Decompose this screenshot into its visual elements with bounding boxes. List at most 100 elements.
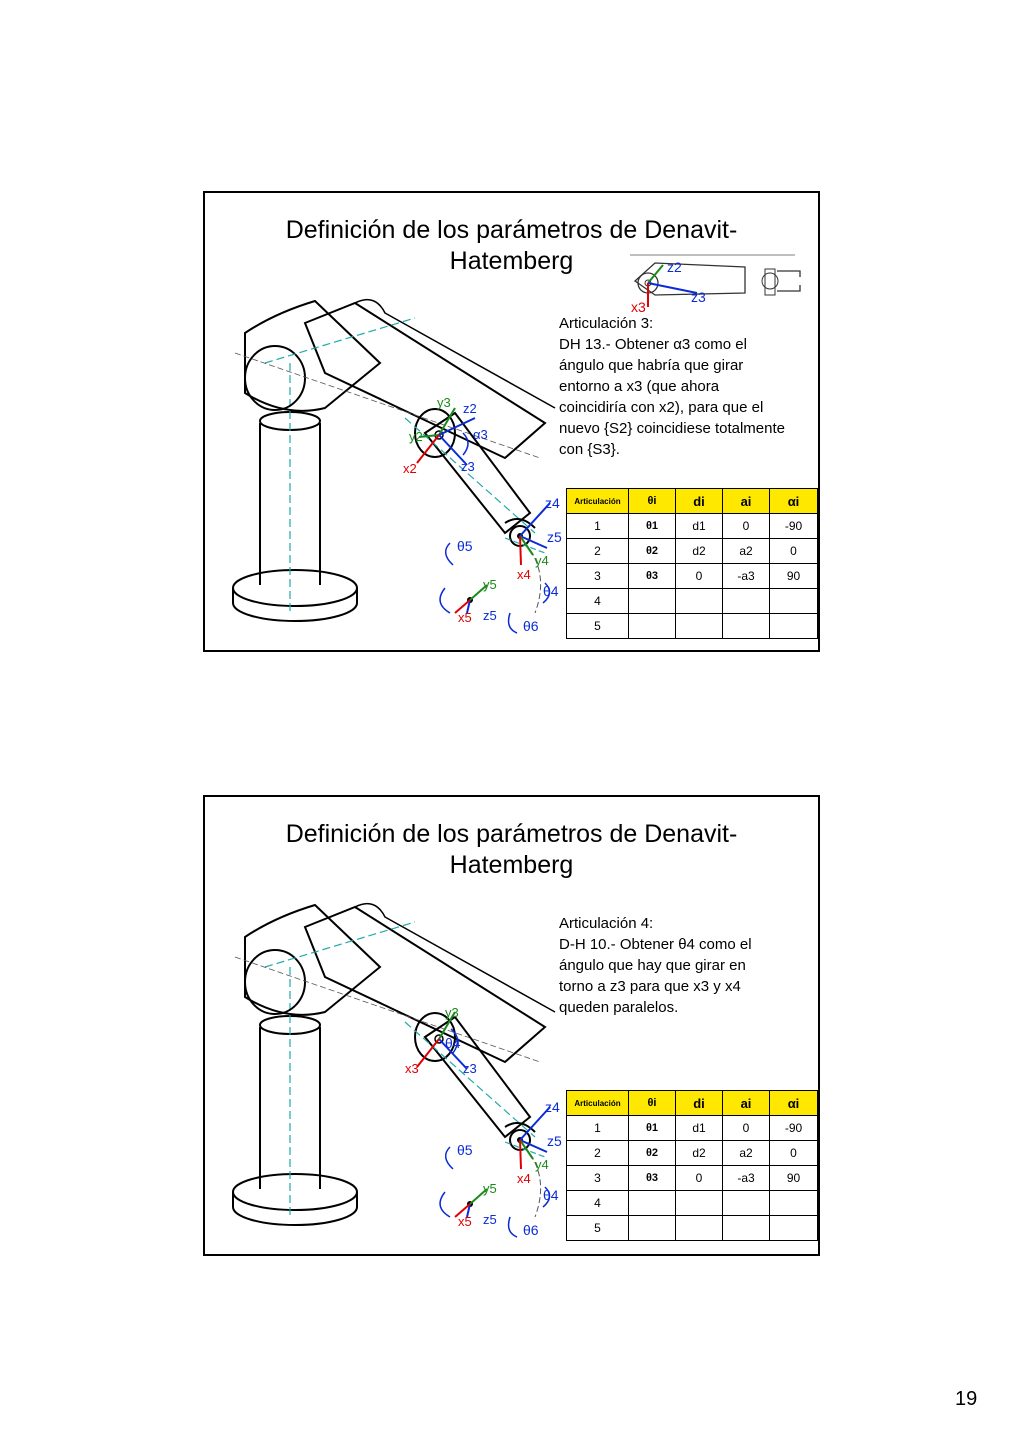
cell: -90 bbox=[769, 1115, 818, 1141]
cell bbox=[675, 1190, 723, 1216]
label-y4: y4 bbox=[535, 553, 549, 568]
label-z5: z5 bbox=[547, 529, 562, 545]
label-x5: x5 bbox=[458, 610, 472, 625]
desc-line: Articulación 3: bbox=[559, 315, 654, 332]
cell: 0 bbox=[675, 563, 723, 589]
label-z2: z2 bbox=[463, 401, 477, 416]
label-x4: x4 bbox=[517, 1171, 531, 1186]
cell: θ2 bbox=[628, 1140, 676, 1166]
cell: -a3 bbox=[722, 563, 770, 589]
cell: 2 bbox=[566, 538, 629, 564]
label-y3: y3 bbox=[437, 395, 451, 410]
header-theta: θi bbox=[628, 1090, 676, 1116]
header-articulacion: Articulación bbox=[566, 1090, 629, 1116]
header-d: di bbox=[675, 488, 723, 514]
cell bbox=[675, 1215, 723, 1241]
cell bbox=[769, 588, 818, 614]
desc-line: DH 13.- Obtener α3 como el bbox=[559, 336, 747, 353]
cell: 4 bbox=[566, 1190, 629, 1216]
desc-line: ángulo que habría que girar bbox=[559, 357, 744, 374]
cell: 0 bbox=[769, 538, 818, 564]
title-line-1: Definición de los parámetros de Denavit- bbox=[285, 216, 738, 244]
cell bbox=[675, 588, 723, 614]
cell: a2 bbox=[722, 538, 770, 564]
header-a: ai bbox=[722, 1090, 770, 1116]
cell bbox=[769, 1215, 818, 1241]
label-theta4: θ4 bbox=[543, 583, 559, 599]
header-alpha: αi bbox=[769, 488, 818, 514]
cell: 0 bbox=[722, 1115, 770, 1141]
label-theta6: θ6 bbox=[523, 618, 539, 634]
cell bbox=[628, 1190, 676, 1216]
cell: d2 bbox=[675, 538, 723, 564]
inset-x3-label: x3 bbox=[631, 299, 646, 315]
header-alpha: αi bbox=[769, 1090, 818, 1116]
cell: θ3 bbox=[628, 563, 676, 589]
cell: 2 bbox=[566, 1140, 629, 1166]
label-theta5: θ5 bbox=[457, 1142, 473, 1158]
label-x2: x2 bbox=[403, 461, 417, 476]
desc-line: coincidiría con x2), para que el bbox=[559, 399, 764, 416]
label-theta4: θ4 bbox=[445, 1035, 461, 1051]
header-a: ai bbox=[722, 488, 770, 514]
desc-line: Articulación 4: bbox=[559, 915, 654, 932]
cell: -a3 bbox=[722, 1165, 770, 1191]
cell: 0 bbox=[769, 1140, 818, 1166]
label-alpha3: α3 bbox=[473, 427, 488, 442]
header-articulacion: Articulación bbox=[566, 488, 629, 514]
table-header-row: Articulación θi di ai αi bbox=[566, 488, 818, 514]
cell bbox=[628, 588, 676, 614]
cell: a2 bbox=[722, 1140, 770, 1166]
label-y5: y5 bbox=[483, 1181, 497, 1196]
cell: 90 bbox=[769, 1165, 818, 1191]
label-y3: y3 bbox=[445, 1005, 459, 1020]
slide-description: Articulación 3: DH 13.- Obtener α3 como … bbox=[559, 313, 817, 460]
cell: 3 bbox=[566, 563, 629, 589]
slide-description: Articulación 4: D-H 10.- Obtener θ4 como… bbox=[559, 913, 817, 1018]
label-z4: z4 bbox=[545, 1099, 560, 1115]
slide-title: Definición de los parámetros de Denavit-… bbox=[205, 819, 818, 881]
cell: 0 bbox=[675, 1165, 723, 1191]
header-theta: θi bbox=[628, 488, 676, 514]
desc-line: D-H 10.- Obtener θ4 como el bbox=[559, 936, 752, 953]
cell: d2 bbox=[675, 1140, 723, 1166]
cell bbox=[722, 613, 770, 639]
title-line-1: Definición de los parámetros de Denavit- bbox=[285, 820, 738, 848]
desc-line: queden paralelos. bbox=[559, 999, 679, 1016]
label-theta4-wrist: θ4 bbox=[543, 1187, 559, 1203]
label-z3: z3 bbox=[461, 459, 475, 474]
label-x5: x5 bbox=[458, 1214, 472, 1229]
label-theta5: θ5 bbox=[457, 538, 473, 554]
cell: 1 bbox=[566, 513, 629, 539]
cell bbox=[769, 613, 818, 639]
label-z4: z4 bbox=[545, 495, 560, 511]
label-z5b: z5 bbox=[483, 608, 497, 623]
gripper-inset-diagram bbox=[630, 254, 801, 307]
robot-arm-diagram bbox=[232, 902, 556, 1238]
slide-articulacion-3: Definición de los parámetros de Denavit-… bbox=[203, 191, 820, 652]
label-z5: z5 bbox=[547, 1133, 562, 1149]
cell bbox=[722, 1215, 770, 1241]
robot-arm-diagram bbox=[232, 298, 556, 634]
cell: 3 bbox=[566, 1165, 629, 1191]
cell bbox=[675, 613, 723, 639]
inset-z3-label: z3 bbox=[691, 289, 706, 305]
cell bbox=[722, 588, 770, 614]
cell: θ1 bbox=[628, 1115, 676, 1141]
inset-z2-label: z2 bbox=[667, 259, 682, 275]
table-header-row: Articulación θi di ai αi bbox=[566, 1090, 818, 1116]
cell: θ3 bbox=[628, 1165, 676, 1191]
slide-articulacion-4: Definición de los parámetros de Denavit-… bbox=[203, 795, 820, 1256]
table-row: 5 bbox=[566, 613, 818, 639]
desc-line: ángulo que hay que girar en bbox=[559, 957, 746, 974]
table-row: 4 bbox=[566, 1190, 818, 1216]
desc-line: entorno a x3 (que ahora bbox=[559, 378, 720, 395]
label-y2: y2 bbox=[409, 429, 423, 444]
page-number: 19 bbox=[955, 1388, 978, 1410]
